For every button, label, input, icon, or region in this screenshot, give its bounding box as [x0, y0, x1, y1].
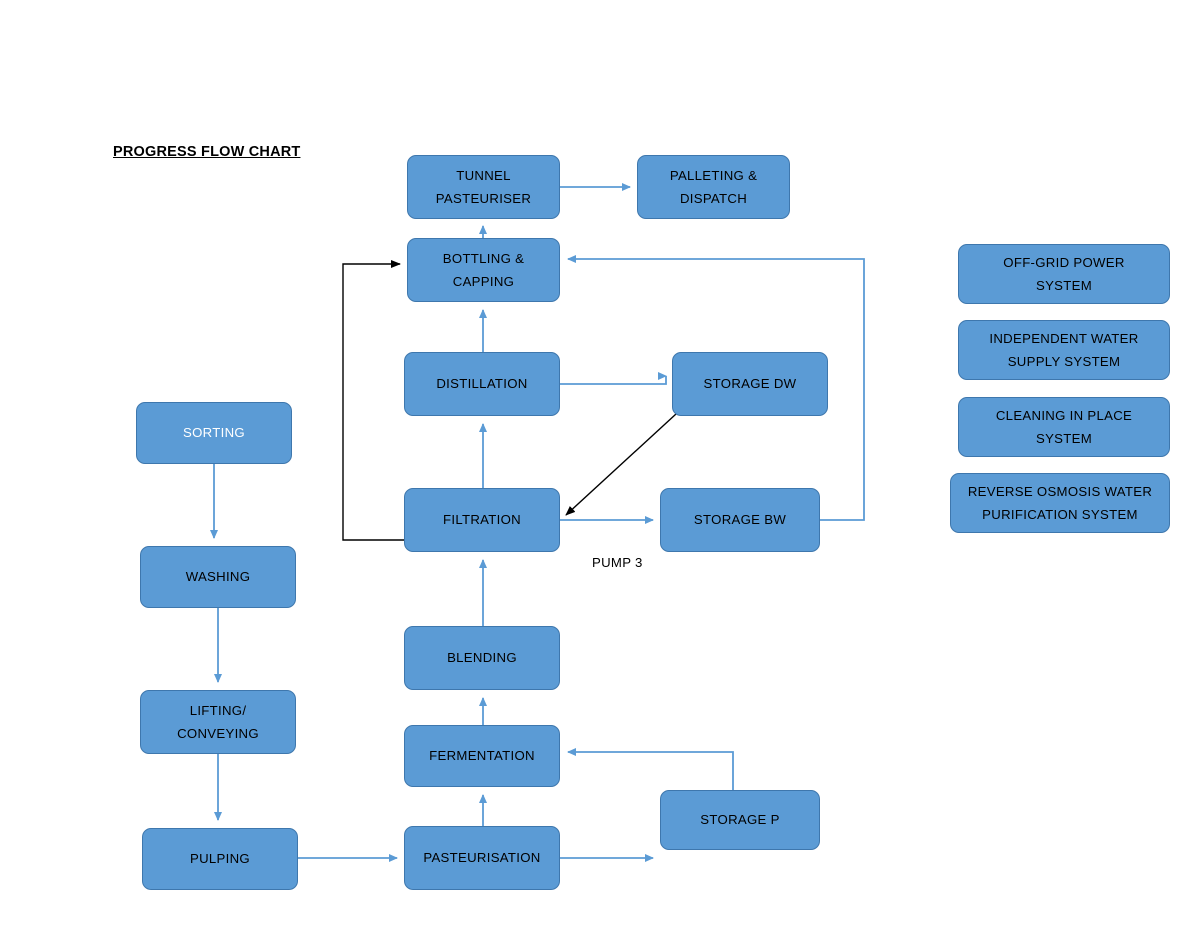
node-palleting-dispatch[interactable]: PALLETING &DISPATCH: [637, 155, 790, 219]
node-label: BLENDING: [447, 650, 517, 666]
node-sorting[interactable]: SORTING: [136, 402, 292, 464]
connector-filtration-to-bottling: [342, 260, 404, 541]
node-bottling-capping[interactable]: BOTTLING &CAPPING: [407, 238, 560, 302]
node-label: SORTING: [183, 425, 245, 441]
node-label: LIFTING/CONVEYING: [177, 702, 259, 741]
node-label: PALLETING &DISPATCH: [669, 167, 758, 206]
node-label: BOTTLING &CAPPING: [442, 250, 525, 289]
node-fermentation[interactable]: FERMENTATION: [404, 725, 560, 787]
node-label: FERMENTATION: [429, 748, 535, 764]
page-title: PROGRESS FLOW CHART: [113, 144, 301, 160]
node-label: STORAGE BW: [693, 512, 787, 528]
edge-label-pump-3: PUMP 3: [592, 555, 643, 570]
connector-storage-p-to-fermentation: [567, 748, 734, 790]
node-label: DISTILLATION: [436, 376, 528, 392]
node-label: PASTEURISATION: [423, 850, 541, 866]
node-washing[interactable]: WASHING: [140, 546, 296, 608]
node-distillation[interactable]: DISTILLATION: [404, 352, 560, 416]
node-storage-bw[interactable]: STORAGE BW: [660, 488, 820, 552]
node-pasteurisation[interactable]: PASTEURISATION: [404, 826, 560, 890]
node-blending[interactable]: BLENDING: [404, 626, 560, 690]
connector-distillation-to-storage-dw: [560, 375, 670, 385]
node-storage-dw[interactable]: STORAGE DW: [672, 352, 828, 416]
node-pulping[interactable]: PULPING: [142, 828, 298, 890]
node-storage-p[interactable]: STORAGE P: [660, 790, 820, 850]
node-label: FILTRATION: [443, 512, 521, 528]
node-label: WASHING: [185, 569, 251, 585]
node-filtration[interactable]: FILTRATION: [404, 488, 560, 552]
node-lifting-conveying[interactable]: LIFTING/CONVEYING: [140, 690, 296, 754]
node-label: PULPING: [190, 851, 250, 867]
node-label: STORAGE P: [700, 812, 780, 828]
node-label: STORAGE DW: [703, 376, 797, 392]
